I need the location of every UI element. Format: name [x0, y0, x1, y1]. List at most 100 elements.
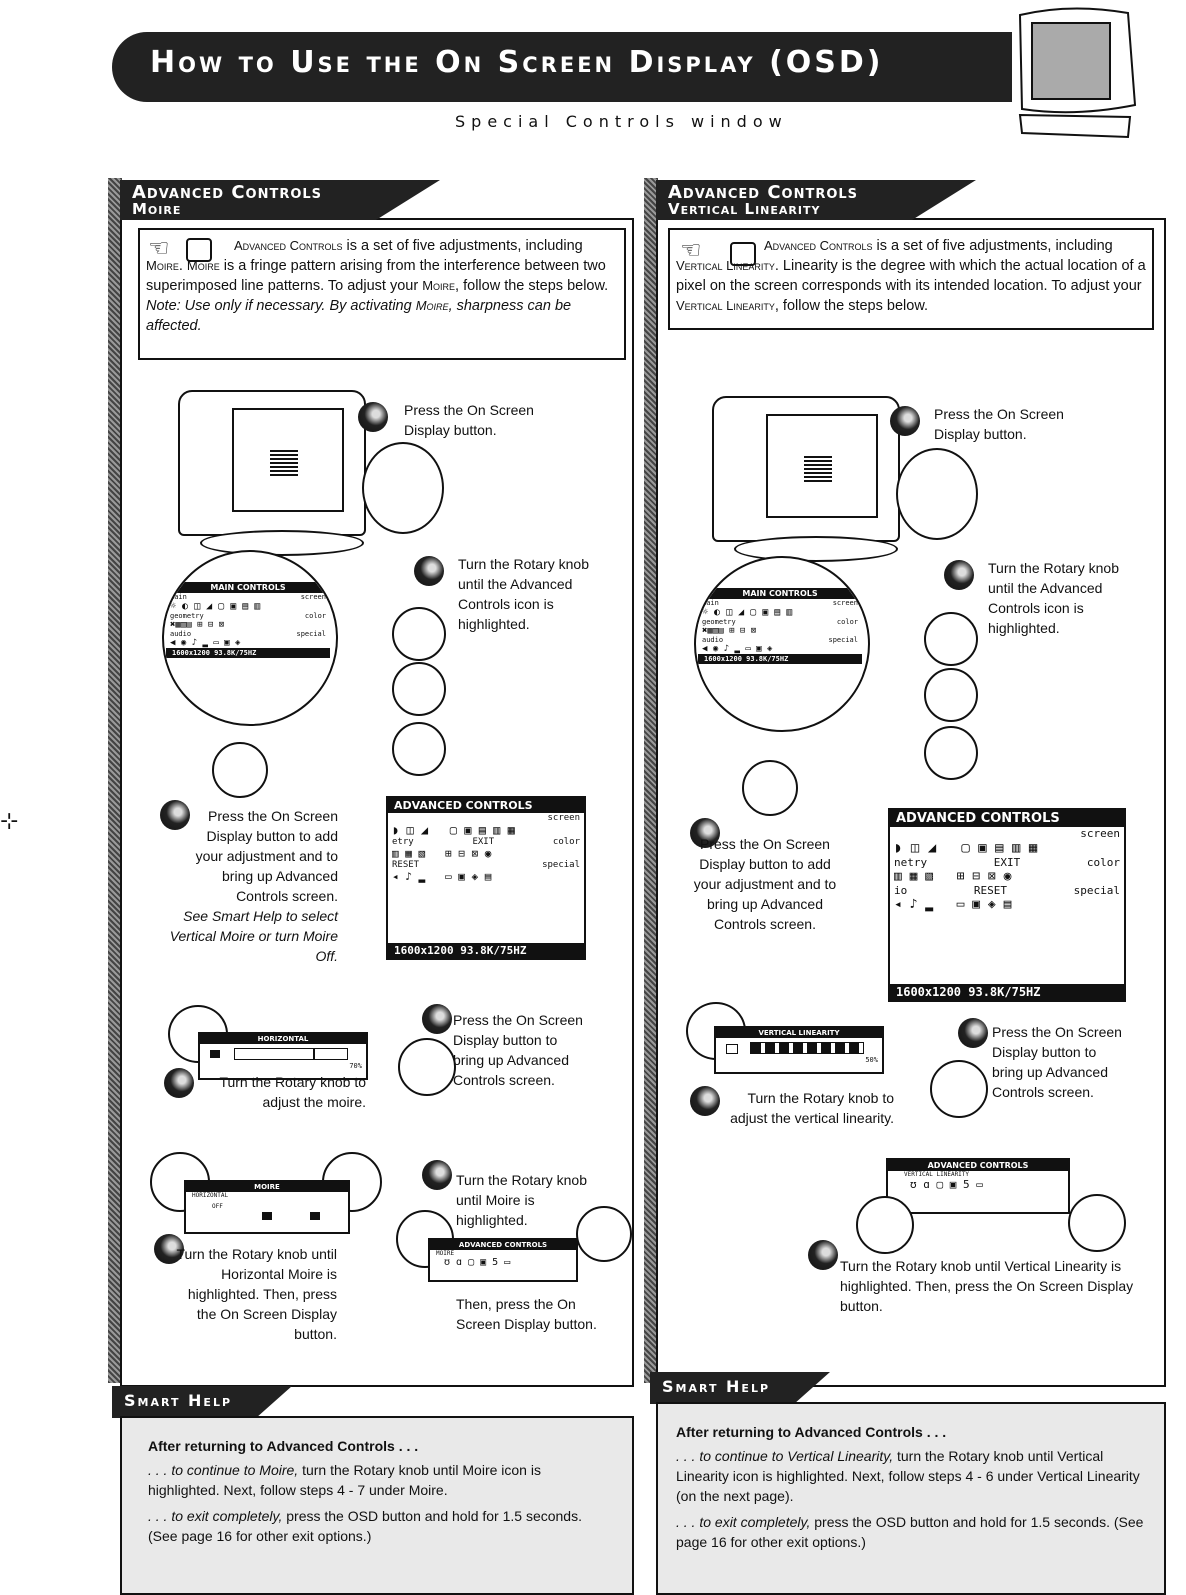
osd-icons-row: ◀ ◉ ♪ ▂ ▭ ▣ ◈	[702, 644, 773, 654]
osd-label-special: special	[1073, 884, 1120, 897]
right-section-tab: Advanced Controls Vertical Linearity	[656, 180, 976, 220]
intro-lead: Advanced Controls	[764, 238, 873, 253]
help-paragraph: . . . to continue to Vertical Linearity,…	[676, 1446, 1146, 1506]
right-step-1: Press the On Screen Display button.	[934, 406, 1064, 442]
osd-resolution: 1600x1200 93.8K/75HZ	[166, 648, 330, 658]
osd-thumbnail-icon	[270, 450, 298, 476]
help-body: turn the Rotary knob until Vertical Line…	[676, 1448, 1140, 1504]
vl-pct: 50%	[865, 1056, 878, 1064]
osd-label-reset: RESET	[973, 884, 1007, 897]
left-smart-help-box	[120, 1416, 634, 1595]
step-3-bullet	[690, 818, 720, 848]
help-paragraph: . . . to continue to Moire, turn the Rot…	[148, 1460, 608, 1500]
step-6-bullet	[690, 1086, 720, 1116]
knob-circle	[398, 1038, 456, 1096]
osd-main-title: MAIN CONTROLS	[166, 582, 330, 593]
slider-icon	[210, 1050, 220, 1058]
help-heading: After returning to Advanced Controls . .…	[148, 1438, 419, 1454]
step-2-bullet	[414, 556, 444, 586]
right-tab-title: Advanced Controls	[668, 182, 859, 203]
osd-icons-row: ʊ ɑ ▢ ▣ 5 ▭	[444, 1257, 511, 1268]
left-step-5: Turn the Rotary knob until Horizontal Mo…	[176, 1246, 337, 1342]
moire-icon	[186, 238, 212, 262]
step-3-bullet	[160, 800, 190, 830]
osd-label-main: main	[702, 599, 719, 607]
knob-circle	[742, 760, 798, 816]
intro-part: is a set of five adjustments, including	[342, 238, 583, 254]
osd-label-color: color	[1086, 856, 1120, 869]
left-tab-subtitle: Moire	[132, 200, 182, 218]
osd-resolution: 1600x1200 93.8K/75HZ	[388, 943, 584, 958]
osd-advanced-vl: ADVANCED CONTROLS VERTICAL LINEARITY ʊ ɑ…	[886, 1158, 1070, 1214]
horizontal-pct: 70%	[349, 1062, 362, 1070]
help-em: . . . to continue to Moire,	[148, 1462, 299, 1478]
step-1-bullet	[358, 402, 388, 432]
left-smart-help-text: After returning to Advanced Controls . .…	[148, 1436, 608, 1546]
left-step-2: Turn the Rotary knob until the Advanced …	[458, 556, 589, 632]
left-tab-title: Advanced Controls	[132, 182, 323, 203]
knob-circle	[924, 612, 978, 666]
intro-term: Vertical Linearity	[676, 258, 775, 273]
osd-advanced-title: ADVANCED CONTROLS	[890, 810, 1124, 827]
intro-part: , follow the steps below.	[455, 278, 609, 294]
osd-label-color: color	[552, 837, 580, 847]
vertical-linearity-icon	[730, 242, 756, 266]
knob-circle	[1068, 1194, 1126, 1252]
osd-icons-row: ✖▦▥▤ ⊞ ⊟ ⊠	[702, 626, 757, 636]
knob-circle	[392, 662, 446, 716]
osd-advanced-controls: ADVANCED CONTROLS screen ◗ ◫ ◢ ▢ ▣ ▤ ▥ ▦…	[888, 808, 1126, 1002]
knob-circle	[924, 726, 978, 780]
moire-option-icon	[262, 1212, 272, 1220]
help-body: press the OSD button and hold for 1.5 se…	[148, 1508, 582, 1544]
knob-circle	[392, 722, 446, 776]
osd-label-special: special	[828, 636, 858, 644]
step-5-bullet	[154, 1234, 184, 1264]
moire-option-icon	[310, 1212, 320, 1220]
knob-circle	[576, 1206, 632, 1262]
osd-label-special: special	[296, 630, 326, 638]
button-zoom-circle	[362, 442, 444, 534]
help-em: . . . to exit completely,	[148, 1508, 283, 1524]
right-smart-help-tab: Smart Help	[650, 1372, 830, 1404]
intro-note: Note: Use only if necessary. By activati…	[146, 298, 416, 314]
osd-label-color: color	[836, 618, 858, 626]
right-step-5: Press the On Screen Display button to br…	[992, 1024, 1122, 1100]
right-smart-help-text: After returning to Advanced Controls . .…	[676, 1422, 1146, 1552]
osd-moire-title: MOIRE	[186, 1182, 348, 1192]
left-intro-text: Advanced Controls is a set of five adjus…	[146, 236, 618, 336]
osd-icons-row: ◀ ◉ ♪ ▂ ▭ ▣ ◈	[170, 638, 241, 648]
osd-resolution: 1600x1200 93.8K/75HZ	[698, 654, 862, 664]
left-step-3-note: See Smart Help to select Vertical Moire …	[169, 908, 338, 964]
osd-label-special: special	[542, 860, 580, 870]
intro-note-end: , sharpness can be affected.	[146, 298, 572, 334]
osd-label-geometry: netry	[894, 856, 928, 869]
right-tab-subtitle: Vertical Linearity	[668, 200, 821, 218]
intro-term: Moire	[146, 258, 179, 273]
right-step-4: Turn the Rotary knob until Vertical Line…	[840, 1258, 1134, 1314]
step-6-bullet	[422, 1004, 452, 1034]
osd-vertical-linearity-slider: VERTICAL LINEARITY 50%	[714, 1026, 884, 1074]
intro-term: Vertical Linearity	[676, 298, 775, 313]
intro-term: Moire	[422, 278, 456, 293]
step-1-bullet	[890, 406, 920, 436]
osd-label-screen: screen	[832, 599, 858, 607]
osd-icons-row: ✖▦▥▤ ⊞ ⊟ ⊠	[170, 620, 225, 630]
left-smart-help-tab: Smart Help	[112, 1386, 292, 1418]
intro-term: Moire	[415, 298, 449, 313]
osd-label-audio: audio	[702, 636, 724, 644]
osd-resolution: 1600x1200 93.8K/75HZ	[890, 984, 1124, 1000]
help-heading: After returning to Advanced Controls . .…	[676, 1424, 947, 1440]
osd-moire-off: OFF	[212, 1203, 223, 1210]
osd-advanced-title: ADVANCED CONTROLS	[888, 1160, 1068, 1171]
osd-label-screen: screen	[547, 813, 580, 823]
step-7-bullet	[164, 1068, 194, 1098]
help-paragraph: . . . to exit completely, press the OSD …	[676, 1512, 1146, 1552]
osd-moire-horizontal: HORIZONTAL	[192, 1192, 229, 1199]
hand-icon: ☜	[680, 237, 702, 264]
left-step-7: Turn the Rotary knob to adjust the moire…	[219, 1074, 366, 1110]
intro-part: is a set of five adjustments, including	[872, 238, 1113, 254]
right-smart-help-box	[656, 1402, 1166, 1595]
right-intro-box	[668, 228, 1154, 330]
left-intro-box	[138, 228, 626, 360]
hand-icon: ☜	[148, 235, 170, 262]
